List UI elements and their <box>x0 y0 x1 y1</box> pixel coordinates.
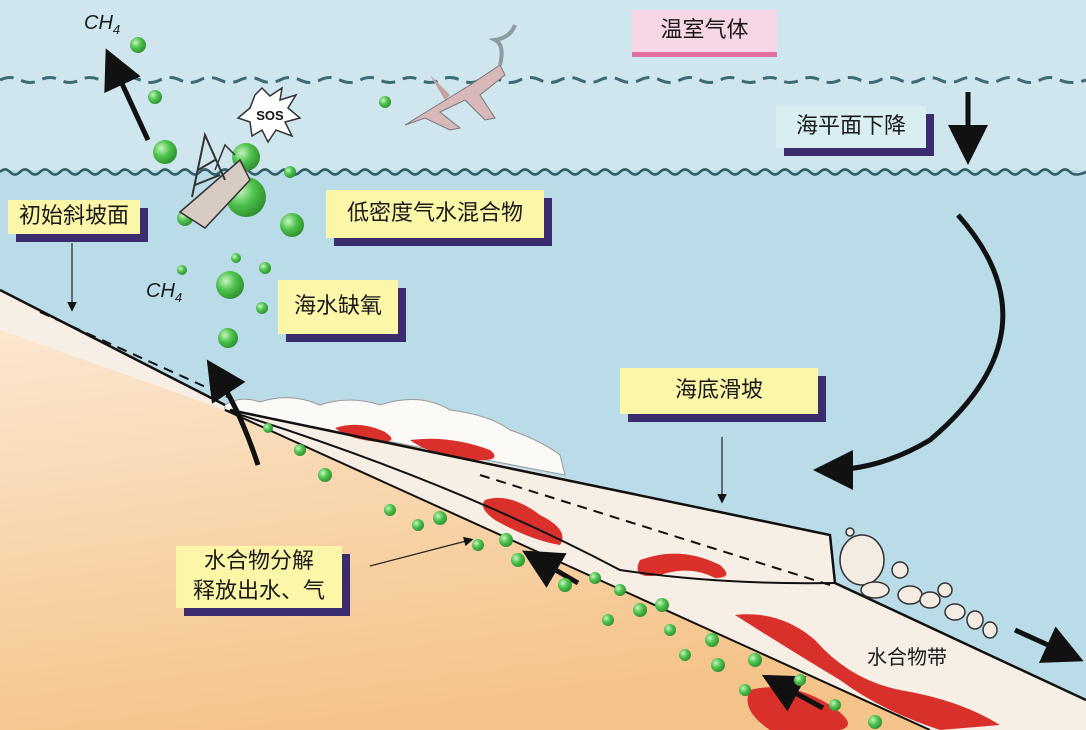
ch4-label-mid: CH4 <box>146 280 182 305</box>
ch4-text: CH <box>84 12 113 34</box>
decomposition-pointer <box>369 536 474 567</box>
deep-sediment <box>0 330 930 730</box>
ch4-text: CH <box>146 280 175 302</box>
flow-arrows <box>104 48 1084 712</box>
sinking-ship-icon <box>178 131 251 229</box>
crashing-airplane-icon <box>404 24 517 131</box>
landslide-trigger-arrow <box>813 213 1006 490</box>
current-sea-level-line <box>0 168 1086 176</box>
landslide-rocks <box>839 527 998 639</box>
methane-bubbles <box>130 37 882 729</box>
greenhouse-gas-label: 温室气体 <box>632 10 777 57</box>
initial-slope-dashed-line <box>39 311 831 586</box>
sos-text: SOS <box>256 108 284 123</box>
hydrate-gas-arrow-1 <box>522 550 580 588</box>
slope-surface-line <box>0 288 1086 702</box>
low-density-mixture-label: 低密度气水混合物 <box>326 190 544 238</box>
hydrate-decomposition-label: 水合物分解 释放出水、气 <box>176 546 342 608</box>
submarine-landslide-label: 海底滑坡 <box>620 368 818 414</box>
ch4-subscript: 4 <box>112 22 121 37</box>
gas-rise-arrow <box>206 359 261 466</box>
initial-slope-label: 初始斜坡面 <box>8 200 140 234</box>
sea-level-drop-label: 海平面下降 <box>776 106 926 148</box>
former-sea-level-line <box>0 76 1086 84</box>
hydrate-deposits <box>335 424 1000 730</box>
hydrate-boundary-line <box>224 409 931 730</box>
sos-burst-icon <box>236 86 302 144</box>
ch4-subscript: 4 <box>174 290 183 305</box>
hydrate-zone-label: 水合物带 <box>867 645 947 669</box>
hydrate-gas-arrow-2 <box>761 674 825 712</box>
seawater-anoxia-label: 海水缺氧 <box>278 280 398 334</box>
slip-plane-line <box>224 409 836 585</box>
methane-escape-arrow <box>104 48 151 142</box>
slide-direction-arrow <box>1013 626 1084 663</box>
ch4-label-top: CH4 <box>84 12 120 37</box>
